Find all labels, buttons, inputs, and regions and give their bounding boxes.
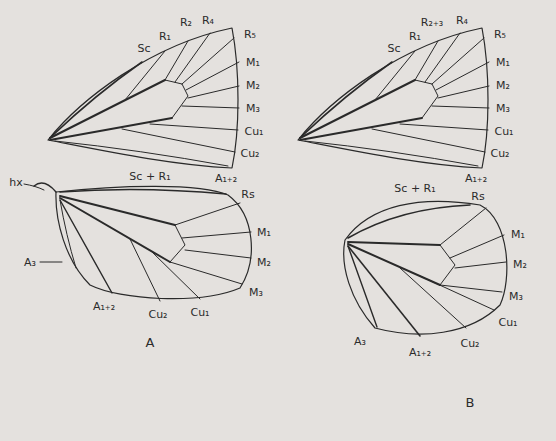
vein-label: Sc (137, 42, 150, 55)
vein-label: Cu₁ (190, 306, 209, 319)
vein-label: Cu₁ (498, 316, 517, 329)
vein-label: A₁₊₂ (215, 172, 237, 185)
vein-label: M₃ (249, 286, 263, 299)
vein-label: M₃ (496, 102, 510, 115)
vein-label: M₂ (246, 79, 260, 92)
vein-label: M₁ (496, 56, 510, 69)
vein-label: M₁ (246, 56, 260, 69)
forewing (298, 28, 489, 168)
vein-label: A₁₊₂ (93, 300, 115, 313)
vein-label: R₄ (202, 14, 214, 27)
vein-label: R₂₊₃ (421, 16, 443, 29)
vein-label: M₃ (509, 290, 523, 303)
vein-label: A₁₊₂ (409, 346, 431, 359)
vein-label: R₄ (456, 14, 468, 27)
vein-label: Cu₁ (494, 125, 513, 138)
vein-label: R₂ (180, 16, 192, 29)
vein-label: R₁ (159, 30, 171, 43)
vein-label: M₂ (513, 258, 527, 271)
figure-letter: A (146, 335, 155, 350)
forewing (48, 28, 239, 168)
figure-letter: B (466, 395, 475, 410)
vein-label: M₃ (246, 102, 260, 115)
vein-label: Cu₁ (244, 125, 263, 138)
vein-label: Cu₂ (460, 337, 479, 350)
vein-label: R₅ (244, 28, 256, 41)
vein-label: Sc + R₁ (129, 170, 170, 183)
vein-label: M₁ (511, 228, 525, 241)
vein-label: M₂ (496, 79, 510, 92)
vein-label: Rs (471, 190, 484, 203)
vein-label: Cu₂ (148, 308, 167, 321)
vein-label: A₁₊₂ (465, 172, 487, 185)
vein-label: Rs (241, 188, 254, 201)
vein-label: R₅ (494, 28, 506, 41)
hindwing (344, 201, 507, 336)
vein-label: R₁ (409, 30, 421, 43)
vein-label: Cu₂ (240, 147, 259, 160)
vein-label: A₃ (24, 256, 36, 269)
vein-label: M₁ (257, 226, 271, 239)
vein-label: Sc + R₁ (394, 182, 435, 195)
hindwing (24, 183, 251, 301)
vein-label: M₂ (257, 256, 271, 269)
vein-label: A₃ (354, 335, 366, 348)
vein-label: hx (9, 176, 22, 189)
vein-label: Sc (387, 42, 400, 55)
vein-label: Cu₂ (490, 147, 509, 160)
